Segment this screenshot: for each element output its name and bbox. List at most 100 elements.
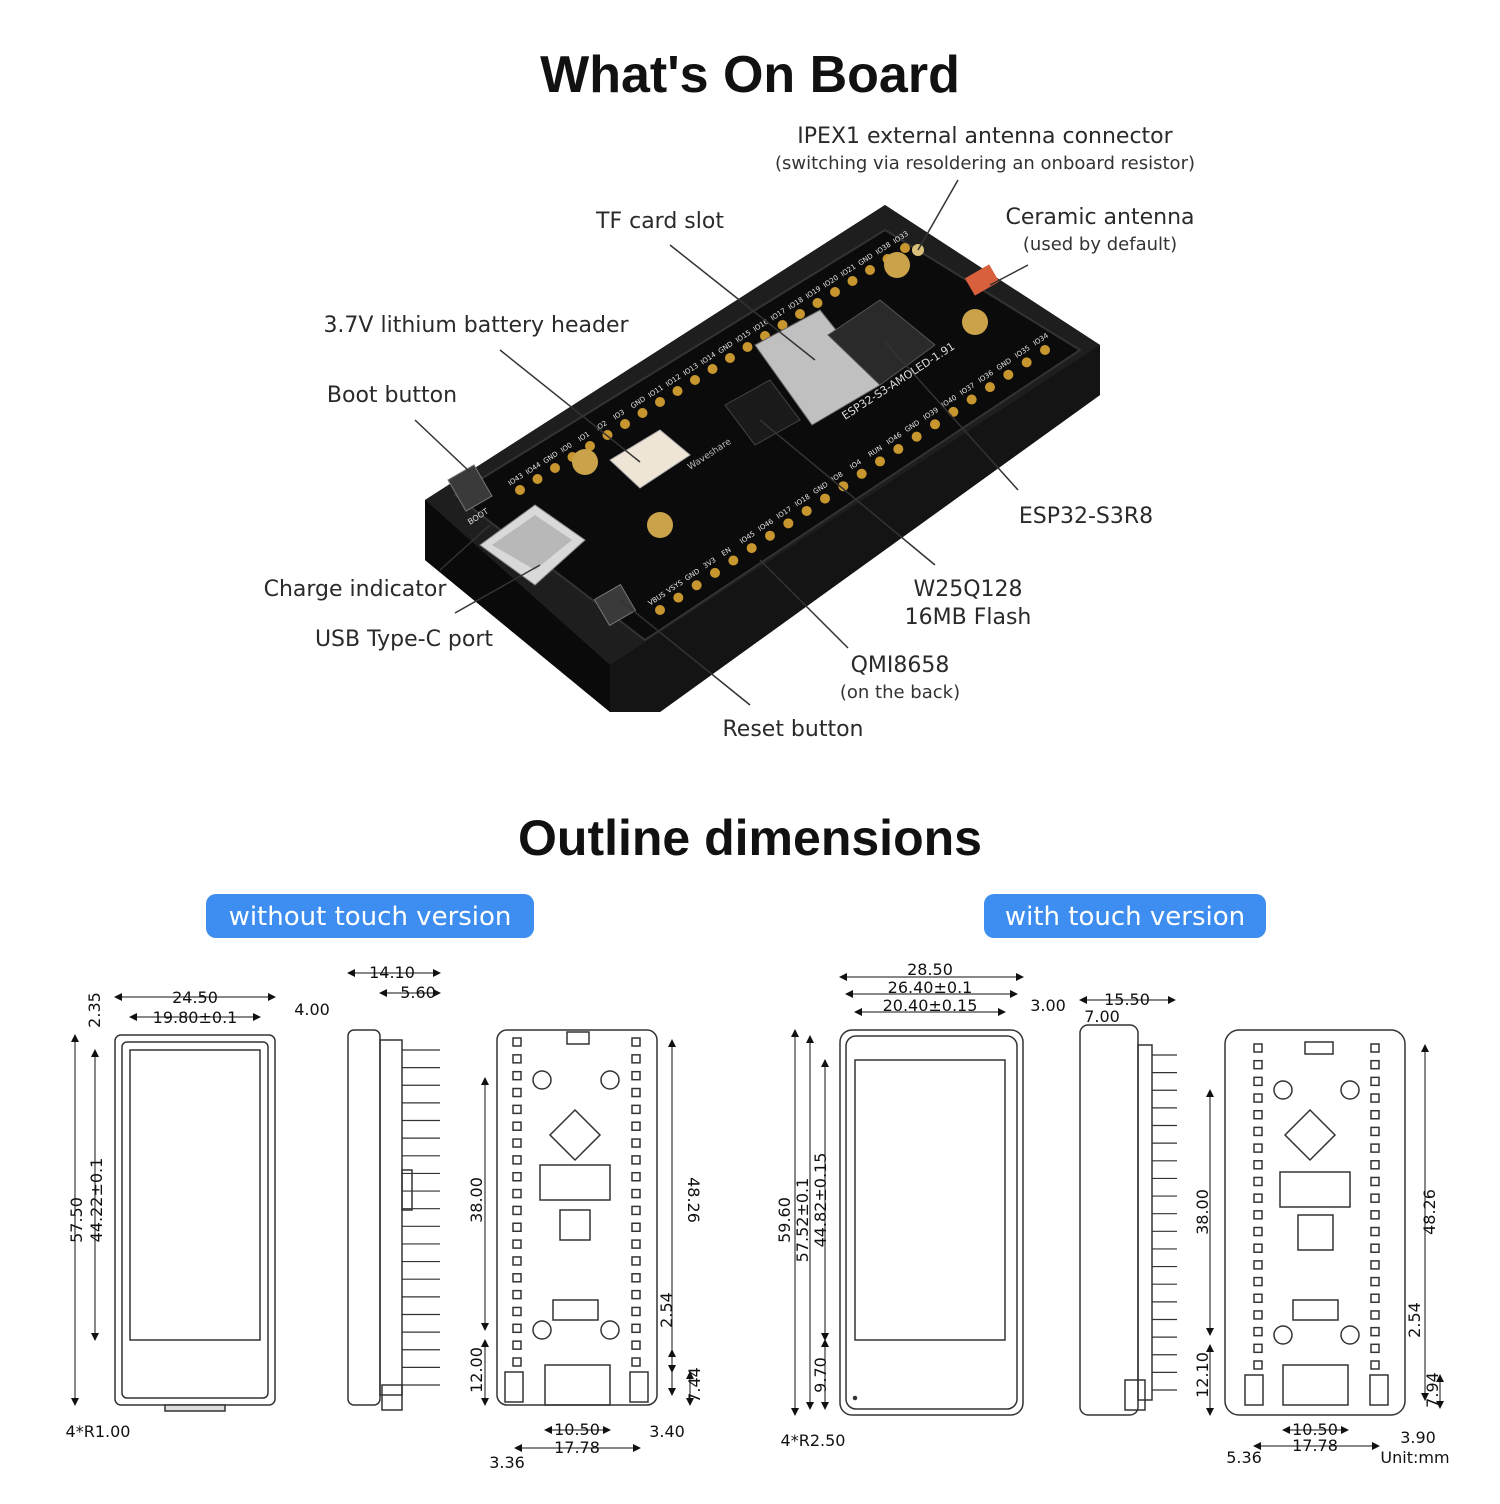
pin-hole <box>1253 1160 1263 1170</box>
pin-label: EN <box>720 546 732 558</box>
dim-side-pin: 5.60 <box>400 983 436 1002</box>
pin-hole <box>1253 1226 1263 1237</box>
callouts: IPEX1 external antenna connector (switch… <box>264 124 1195 742</box>
callout-boot: Boot button <box>327 383 457 408</box>
dim-usb-width: 10.50 <box>554 1420 600 1439</box>
pin-pad <box>812 298 823 308</box>
dim-right-offset: 3.40 <box>649 1422 685 1441</box>
pin-hole <box>1370 1210 1380 1220</box>
pin-pad <box>783 518 794 529</box>
tag-with-touch: with touch version <box>984 894 1266 938</box>
unit-label: Unit:mm <box>1380 1448 1449 1467</box>
dim-bottom: 9.70 <box>811 1357 830 1393</box>
pin-pad <box>550 463 560 473</box>
pin-pad <box>585 441 595 451</box>
pin-pad <box>690 375 700 385</box>
callout-esp: ESP32-S3R8 <box>1019 504 1153 529</box>
pin-pad <box>795 309 805 319</box>
pin-hole <box>1253 1310 1263 1320</box>
pin-pad <box>746 543 757 554</box>
pin-pad <box>655 605 665 615</box>
pin-hole <box>1253 1343 1263 1354</box>
dim-height-mid: 57.52±0.1 <box>793 1178 812 1263</box>
callout-ceramic-sub: (used by default) <box>1023 234 1177 255</box>
pin-pad <box>856 468 867 479</box>
pin-pad <box>728 555 739 566</box>
pin-hole <box>1253 1093 1263 1103</box>
pin-hole <box>1253 1360 1263 1370</box>
pin-hole <box>1370 1126 1380 1137</box>
outline-title: Outline dimensions <box>518 810 982 866</box>
pin-hole <box>512 1357 522 1367</box>
pin-hole <box>631 1054 641 1064</box>
pin-pad <box>1040 345 1050 355</box>
without-back-view <box>496 1029 658 1406</box>
without-dimension-labels: 24.50 19.80±0.1 2.35 57.50 44.22±0.1 4*R… <box>66 963 704 1472</box>
onboard-title: What's On Board <box>540 46 960 104</box>
pin-hole <box>1370 1059 1380 1070</box>
callout-ipex: IPEX1 external antenna connector <box>797 124 1173 149</box>
callout-ceramic: Ceramic antenna <box>1005 205 1194 230</box>
pin-hole <box>1253 1176 1263 1187</box>
pin-pad <box>672 386 683 396</box>
dim-top-gap: 2.35 <box>85 992 104 1028</box>
pin-hole <box>1253 1043 1263 1053</box>
dim-bottom-hole: 12.10 <box>1193 1352 1212 1398</box>
pin-hole <box>1253 1260 1263 1270</box>
dim-pin-pitch: 2.54 <box>1405 1302 1424 1338</box>
pin-hole <box>1370 1310 1380 1320</box>
pin-pad <box>838 481 849 492</box>
pin-hole <box>631 1188 641 1199</box>
pin-pad <box>691 580 702 591</box>
pin-pad <box>985 382 995 393</box>
pin-hole <box>1370 1093 1380 1103</box>
dim-top-gap: 3.00 <box>1030 996 1066 1015</box>
dim-width-outer: 28.50 <box>907 960 953 979</box>
callout-ipex-sub: (switching via resoldering an onboard re… <box>775 153 1195 174</box>
pin-hole <box>1253 1059 1263 1070</box>
callout-tf: TF card slot <box>595 209 724 234</box>
dim-pin-pitch: 2.54 <box>657 1292 676 1328</box>
pin-hole <box>512 1289 522 1300</box>
battery-header <box>609 429 691 489</box>
pin-hole <box>631 1121 641 1131</box>
pin-hole <box>1370 1043 1380 1053</box>
pin-pad <box>893 444 904 455</box>
tag-without-touch-label: without touch version <box>229 902 512 932</box>
dim-bottom-pin: 7.44 <box>685 1367 704 1403</box>
pin-pad <box>820 493 830 504</box>
without-side-view <box>347 1029 440 1411</box>
dim-height-inner: 44.22±0.1 <box>87 1158 106 1243</box>
dim-side-lip: 4.00 <box>294 1000 330 1019</box>
pin-hole <box>1253 1109 1263 1120</box>
standoff <box>647 512 673 538</box>
pin-pad <box>930 419 940 430</box>
pin-hole <box>1370 1193 1380 1203</box>
pin-hole <box>1253 1326 1263 1337</box>
pin-pad <box>532 474 543 484</box>
pin-hole <box>1370 1276 1380 1287</box>
pin-hole <box>512 1205 522 1216</box>
pin-hole <box>512 1273 522 1283</box>
with-back-view <box>1224 1029 1406 1416</box>
callout-flash: W25Q128 <box>913 577 1022 602</box>
pin-hole <box>512 1104 522 1115</box>
pin-hole <box>512 1087 522 1098</box>
dim-height-inner: 44.82±0.15 <box>811 1153 830 1248</box>
pin-hole <box>1253 1193 1263 1203</box>
dim-bottom-hole: 12.00 <box>467 1347 486 1393</box>
pin-hole <box>512 1171 522 1182</box>
pin-hole <box>631 1289 641 1300</box>
callout-qmi: QMI8658 <box>851 653 950 678</box>
leader-lines <box>414 179 1029 706</box>
dim-width-mid: 26.40±0.1 <box>888 978 973 997</box>
dim-side-pin: 7.00 <box>1084 1007 1120 1026</box>
pin-hole <box>1370 1160 1380 1170</box>
pin-hole <box>631 1155 641 1165</box>
pin-hole <box>1370 1326 1380 1337</box>
dim-width-inner: 20.40±0.15 <box>883 996 978 1015</box>
pin-hole <box>631 1357 641 1367</box>
without-front-view <box>114 1034 276 1412</box>
pin-hole <box>631 1306 641 1317</box>
pin-pad <box>865 265 875 275</box>
